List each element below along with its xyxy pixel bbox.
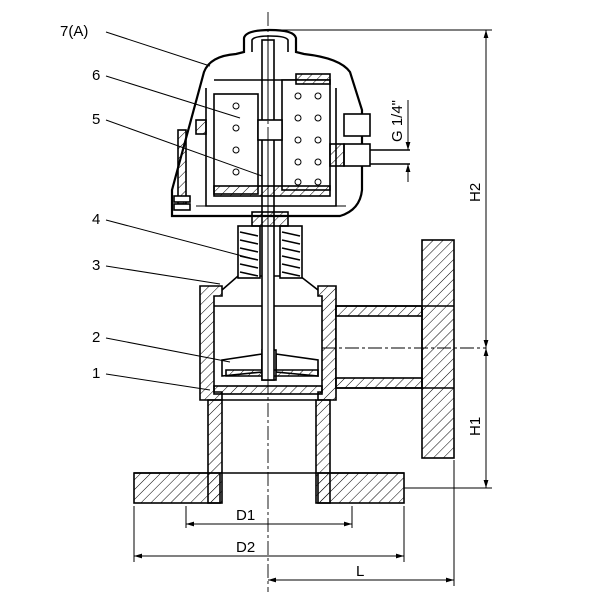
dimension-l: L [356,563,364,580]
dimension-h1: H1 [467,417,484,436]
air-port [329,100,411,182]
callout-3: 3 [92,257,100,274]
dimension-h2: H2 [467,183,484,202]
inlet-pipe [207,399,331,504]
guide-rod [173,119,207,211]
callout-2: 2 [92,329,100,346]
dimension-d1: D1 [236,507,255,524]
valve-disc [221,349,319,381]
actuator-housing [170,28,364,218]
callout-6: 6 [92,67,100,84]
port-thread-label: G 1/4" [389,100,406,142]
callout-4: 4 [92,211,100,228]
callout-5: 5 [92,111,100,128]
leader-lines [105,31,263,391]
dimension-lines [133,29,492,586]
callout-1: 1 [92,365,100,382]
side-outlet [335,239,455,459]
callout-7a: 7(A) [60,23,88,40]
centerlines [267,12,486,592]
spring-coils [232,92,322,186]
bottom-flange [133,472,405,504]
dimension-d2: D2 [236,539,255,556]
